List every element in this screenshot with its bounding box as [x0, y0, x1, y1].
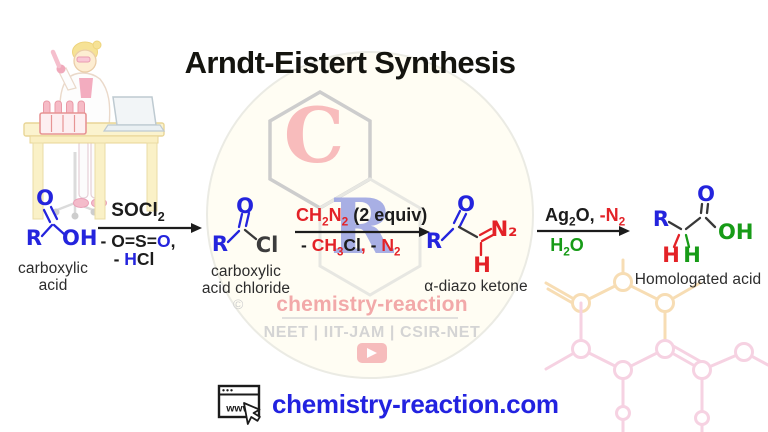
byproduct-ch3cl-n2: - CH3Cl, - N2	[301, 235, 401, 259]
reaction-arrow-2	[295, 227, 430, 237]
byproduct-so2: - O=S=O,	[100, 231, 176, 251]
reaction-arrow-1	[98, 223, 202, 233]
molecule-watermark-right	[544, 258, 768, 432]
watermark-brand: chemistry-reaction	[276, 293, 468, 316]
atom-o: O	[36, 186, 54, 210]
atom-h: H	[473, 253, 491, 277]
atom-n2: N₂	[491, 217, 518, 241]
diazo-ketone-structure: R O N₂ H	[426, 192, 517, 277]
test-tube-rack	[39, 100, 87, 135]
label-carboxylic-acid: carboxylic acid	[18, 260, 88, 295]
reagent-h2o: H2O	[550, 235, 584, 259]
watermark-letter-c: C	[284, 91, 345, 180]
byproduct-hcl: - HCl	[113, 249, 155, 269]
atom-oh: OH	[718, 220, 753, 244]
scientist-illustration	[23, 40, 166, 220]
page-title: Arndt-Eistert Synthesis	[184, 45, 516, 80]
reaction-arrow-3	[537, 226, 630, 236]
website-url: chemistry-reaction.com	[272, 389, 559, 419]
youtube-play-icon	[357, 343, 387, 363]
homologated-acid-structure: R O OH H H	[653, 182, 754, 267]
cursor-icon	[243, 402, 261, 425]
atom-o: O	[236, 194, 254, 218]
watermark-letter-r: R	[330, 182, 394, 271]
laptop	[102, 96, 166, 132]
label-acid-chloride: carboxylic acid chloride	[201, 263, 291, 298]
browser-window-icon: www	[217, 384, 261, 425]
atom-r: R	[653, 207, 669, 231]
atom-r: R	[426, 229, 442, 253]
atom-oh: OH	[62, 226, 97, 250]
label-diazo-ketone: α-diazo ketone	[424, 278, 528, 295]
atom-r: R	[212, 232, 228, 256]
label-homologated-acid: Homologated acid	[634, 271, 762, 288]
safety-goggles	[76, 56, 91, 63]
test-tube-in-hand	[50, 49, 62, 69]
atom-h1: H	[662, 243, 680, 267]
atom-h2: H	[683, 243, 701, 267]
footer: www chemistry-reaction.com	[217, 384, 559, 430]
reagent-socl2: SOCl2	[111, 200, 165, 224]
hexagon-watermark-r	[318, 177, 422, 297]
watermark-exams: NEET | IIT-JAM | CSIR-NET	[263, 324, 481, 341]
carboxylic-acid-structure: R O OH	[26, 186, 98, 250]
atom-o: O	[457, 192, 475, 216]
reagent-ag2o: Ag2O, -N2	[545, 205, 626, 229]
atom-cl: Cl	[256, 233, 279, 257]
copyright-symbol: ©	[233, 296, 244, 312]
reagent-ch2n2: CH2N2 (2 equiv)	[296, 205, 428, 229]
logo-circle-watermark	[206, 51, 534, 379]
atom-o: O	[697, 182, 715, 206]
acid-chloride-structure: R O Cl	[212, 194, 278, 257]
atom-r: R	[26, 226, 42, 250]
